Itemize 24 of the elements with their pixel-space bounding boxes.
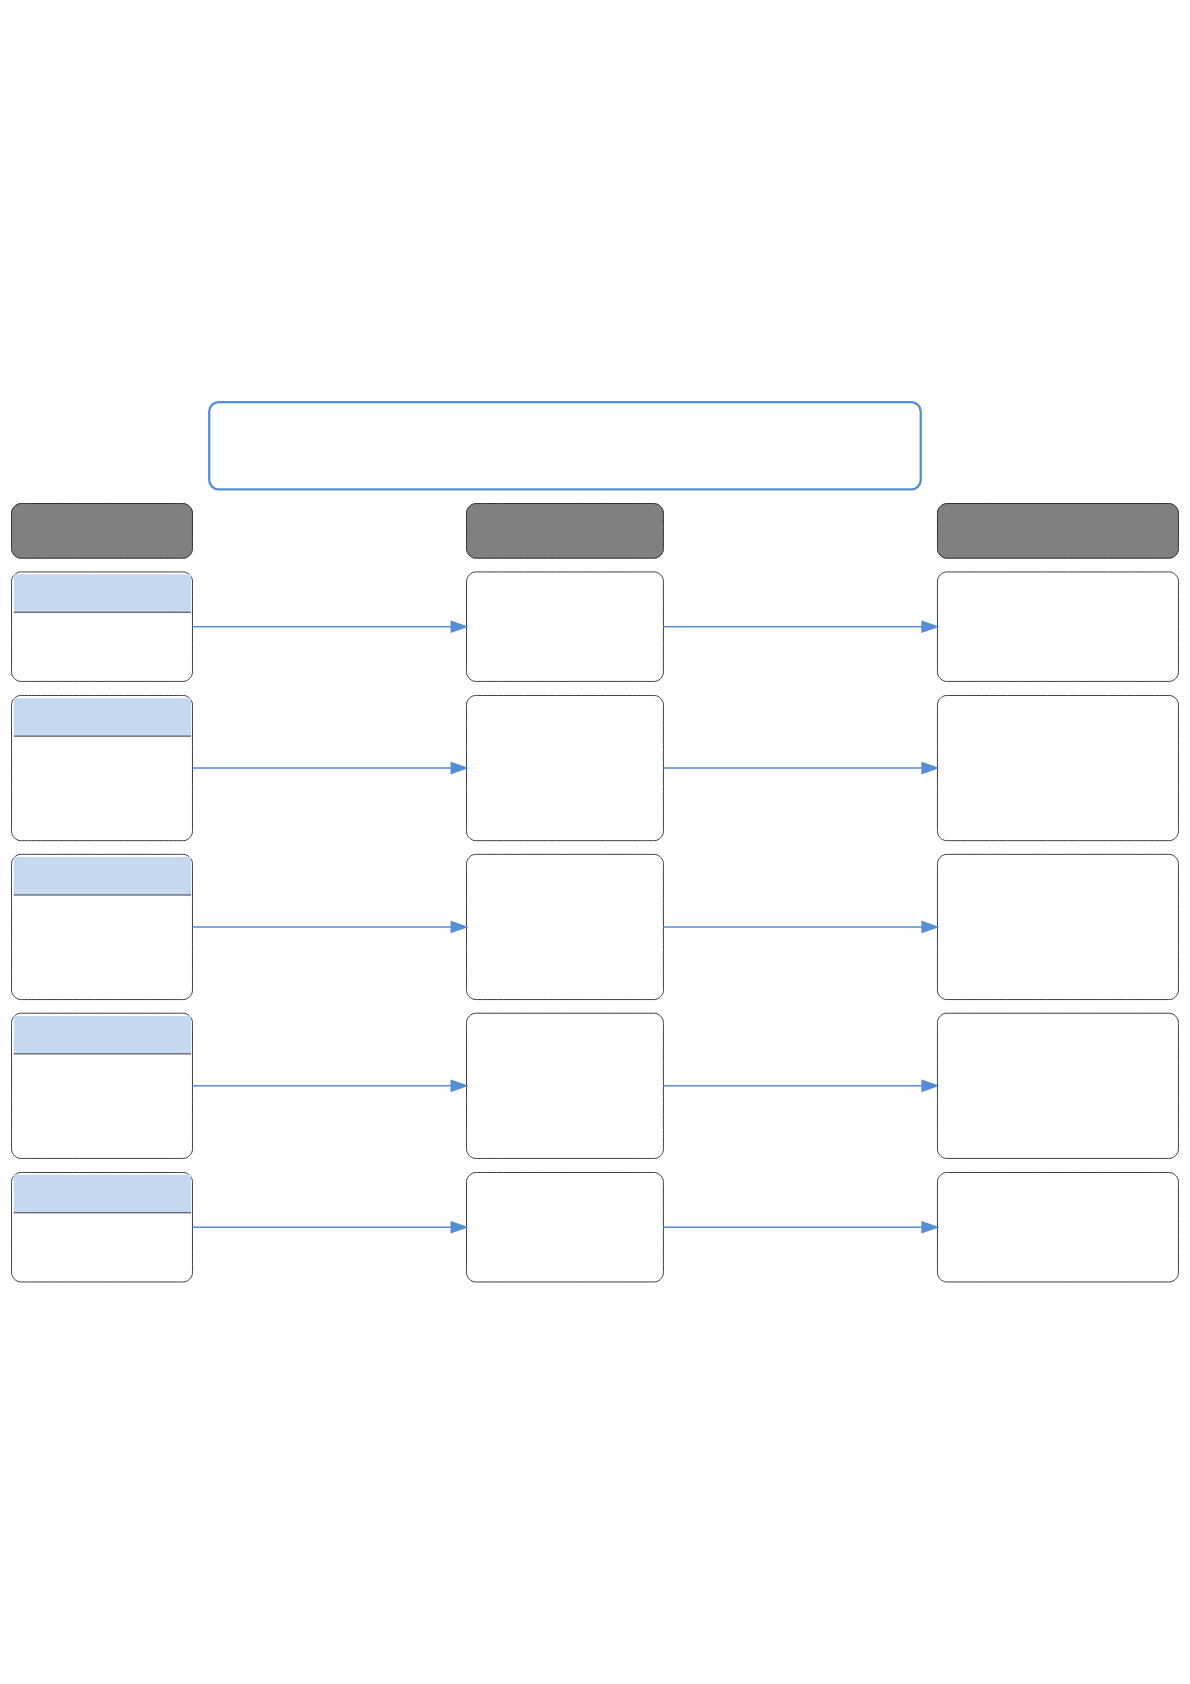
- node-box: [208, 400, 922, 491]
- arrow: [662, 920, 940, 934]
- arrow: [191, 1079, 469, 1093]
- node-box: [937, 1012, 1179, 1159]
- node-box: [466, 1172, 664, 1283]
- arrow: [191, 620, 469, 634]
- node-box: [937, 853, 1179, 1000]
- node-box: [937, 503, 1179, 559]
- node-box: [466, 1012, 664, 1159]
- arrow: [191, 761, 469, 775]
- arrow: [662, 1079, 940, 1093]
- arrow: [191, 1220, 469, 1234]
- node-box: [937, 695, 1179, 842]
- node-box: [466, 695, 664, 842]
- node-box: [466, 853, 664, 1000]
- node-box: [466, 503, 664, 559]
- arrow: [191, 920, 469, 934]
- node-box: [11, 503, 193, 559]
- node-box: [937, 1172, 1179, 1283]
- arrow: [662, 761, 940, 775]
- arrow: [662, 1220, 940, 1234]
- arrow: [662, 620, 940, 634]
- node-box: [937, 571, 1179, 682]
- node-box: [466, 571, 664, 682]
